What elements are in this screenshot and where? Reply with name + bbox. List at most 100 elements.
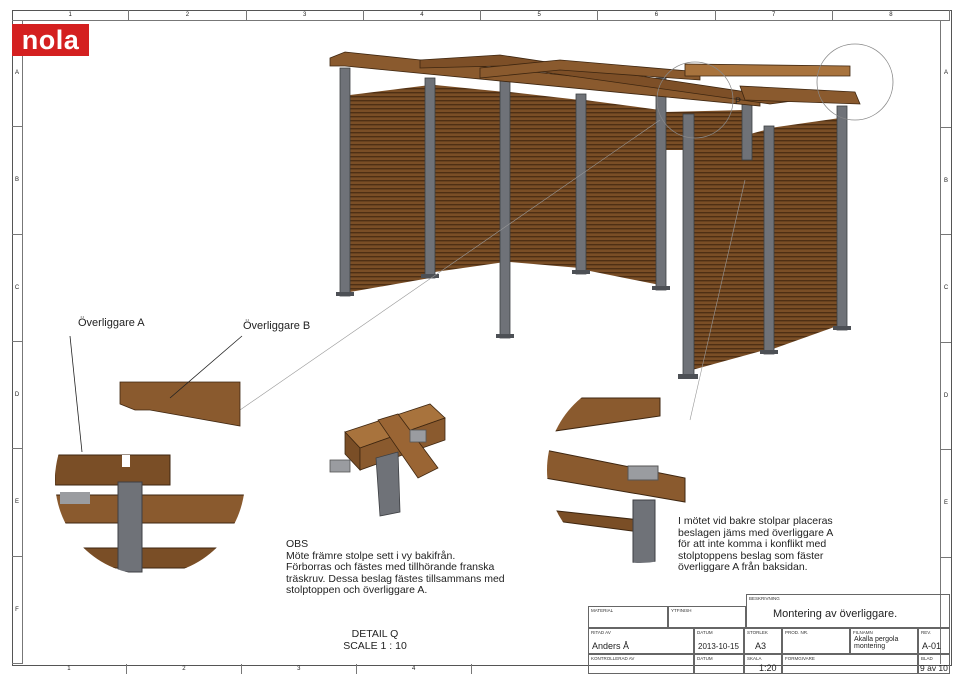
zone-col-label: 6 (598, 10, 716, 20)
tb-scale: SKALA 1:20 (744, 654, 782, 674)
post (499, 69, 511, 339)
nola-logo: nola (12, 24, 89, 56)
tb-description: BESKRIVNING Montering av överliggare. (746, 594, 950, 628)
zone-col-label: 7 (716, 10, 833, 20)
callout-overliggare-a: Överliggare A (78, 317, 145, 329)
zone-columns-top: 1 2 3 4 5 6 7 8 (12, 10, 950, 21)
detail-view-right (547, 397, 686, 563)
detail-name: DETAIL Q (351, 628, 399, 640)
zone-col-label: 3 (242, 664, 357, 674)
zone-row-label: D (941, 343, 951, 450)
tb-date-value: 2013-10-15 (698, 642, 739, 651)
post (682, 113, 695, 379)
tb-prod-nr: PROD. NR. (782, 628, 850, 654)
posts (339, 67, 848, 379)
wall-panel-left (350, 85, 430, 292)
zone-col-label: 2 (127, 664, 242, 674)
tb-caption: FILNAMN (853, 630, 873, 635)
tb-size: STORLEK A3 (744, 628, 782, 654)
tb-filename: FILNAMN Akalla pergola montering (850, 628, 918, 654)
zone-col-label: 4 (357, 664, 472, 674)
zone-col-label: 8 (833, 10, 950, 20)
tb-caption: SKALA (747, 656, 762, 661)
tb-drawn-by-value: Anders Å (592, 641, 630, 651)
detail-view-middle (329, 403, 446, 517)
tb-sheet-value: 9 av 10 (920, 663, 948, 673)
wall-panel-side-right (770, 118, 840, 350)
wall-panel-front-right (692, 130, 765, 370)
post (424, 77, 436, 279)
tb-caption: BLAD (921, 656, 933, 661)
tb-description-value: Montering av överliggare. (773, 608, 898, 620)
tb-designer: FORMGIVARE (782, 654, 918, 674)
tb-caption: REV. (921, 630, 932, 635)
tb-caption: RITAD AV (591, 630, 611, 635)
note-right: I mötet vid bakre stolpar placeras besla… (678, 515, 834, 573)
tb-caption: KONTROLLERAD AV (591, 656, 635, 661)
tb-caption: STORLEK (747, 630, 768, 635)
tb-rev: REV. A-01 (918, 628, 950, 654)
zone-row-label: E (12, 449, 22, 557)
wall-panel-back-left (435, 85, 505, 272)
zone-row-label: D (12, 342, 22, 450)
detail-circle-right (816, 43, 894, 121)
wall-panel-back-right (585, 100, 660, 285)
zone-col-label: 3 (247, 10, 364, 20)
callout-overliggare-b: Överliggare B (243, 320, 311, 332)
zone-row-label: A (12, 20, 22, 128)
tb-caption: PROD. NR. (785, 630, 809, 635)
zone-col-label: 1 (12, 664, 127, 674)
tb-caption: DATUM (697, 656, 713, 661)
tb-checked-by: KONTROLLERAD AV (588, 654, 694, 674)
zone-row-label: E (941, 450, 951, 558)
beams (329, 51, 861, 107)
detail-view-left (55, 454, 245, 573)
detail-scale: SCALE 1 : 10 (343, 640, 407, 652)
post (741, 95, 753, 161)
post-feet (336, 270, 851, 379)
tb-date2: DATUM (694, 654, 744, 674)
tb-drawn-by: RITAD AV Anders Å (588, 628, 694, 654)
zone-row-label: C (941, 235, 951, 343)
zone-rows-left: A B C D E F (12, 20, 23, 664)
post (575, 93, 587, 275)
zone-col-label: 4 (364, 10, 481, 20)
tb-size-value: A3 (755, 641, 767, 651)
tb-caption: BESKRIVNING (749, 596, 780, 601)
wall-panels (350, 85, 840, 370)
beam-back (479, 59, 701, 81)
detail-caption: DETAIL Q SCALE 1 : 10 (325, 628, 425, 652)
zone-columns-bottom: 1 2 3 4 (12, 664, 950, 674)
zone-row-label: B (12, 127, 22, 235)
zone-col-label: 2 (129, 10, 247, 20)
tb-date: DATUM 2013-10-15 (694, 628, 744, 654)
tb-caption: YTFINISH (671, 608, 692, 613)
post (763, 125, 775, 355)
callout-leader-b (169, 335, 243, 399)
post (836, 105, 848, 331)
zone-col-label: 5 (481, 10, 599, 20)
zone-rows-right: A B C D E (940, 20, 951, 664)
beam-detail-b (119, 381, 241, 427)
wall-panel-back-mid (510, 92, 580, 268)
detail-circle-left (656, 61, 734, 139)
tb-caption: MATERIAL (591, 608, 614, 613)
post (339, 67, 351, 297)
tb-sheet: BLAD 9 av 10 (918, 654, 950, 674)
callout-leader-a (69, 335, 83, 453)
zone-row-label: C (12, 235, 22, 342)
tb-caption: FORMGIVARE (785, 656, 815, 661)
zone-row-label: B (941, 128, 951, 235)
beam-right-side (739, 85, 861, 105)
post (655, 77, 667, 291)
title-block: MATERIAL YTFINISH BESKRIVNING Montering … (588, 594, 950, 674)
tb-caption: DATUM (697, 630, 713, 635)
beam-top-right (684, 63, 851, 77)
zone-row-label: A (941, 20, 951, 128)
tb-scale-value: 1:20 (759, 663, 777, 673)
leader-line (689, 179, 746, 421)
tb-rev-value: A-01 (922, 641, 942, 651)
tb-material: MATERIAL (588, 606, 668, 628)
drawing-frame (12, 10, 952, 666)
